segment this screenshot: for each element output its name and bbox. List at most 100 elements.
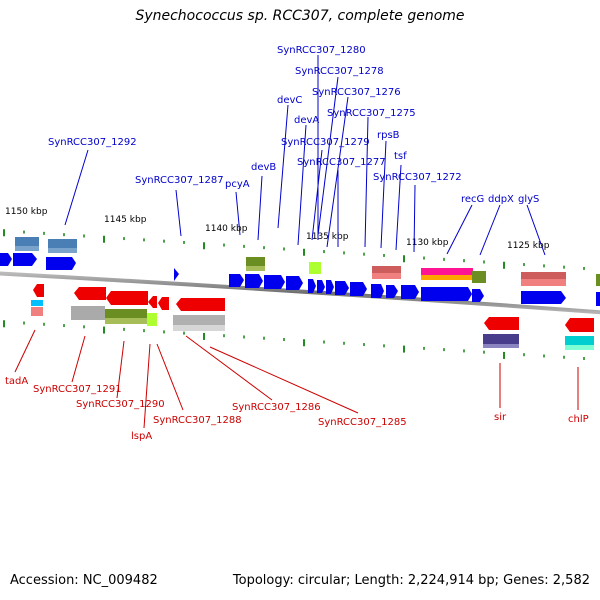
gene-label-tada[interactable]: tadA	[5, 376, 28, 387]
top-strand-genes	[0, 253, 600, 306]
leader-line	[479, 204, 501, 256]
gene-label-synrcc307-1276[interactable]: SynRCC307_1276	[312, 87, 401, 98]
gene-arrow[interactable]	[335, 281, 349, 295]
leader-line	[14, 329, 36, 373]
gene-label-synrcc307-1280[interactable]: SynRCC307_1280	[277, 45, 366, 56]
annotation-box	[31, 307, 43, 316]
gene-label-synrcc307-1278[interactable]: SynRCC307_1278	[295, 66, 384, 77]
gene-label-synrcc307-1287[interactable]: SynRCC307_1287	[135, 175, 224, 186]
bottom-strand-genes	[33, 284, 594, 332]
gene-arrow[interactable]	[317, 280, 325, 293]
gene-label-synrcc307-1272[interactable]: SynRCC307_1272	[373, 172, 462, 183]
annotation-box[interactable]	[147, 313, 157, 326]
gene-arrow[interactable]	[46, 257, 76, 270]
gene-arrow[interactable]	[0, 253, 12, 266]
gene-label-tsf[interactable]: tsf	[394, 151, 407, 162]
leader-line	[175, 189, 182, 237]
annotation-box[interactable]	[421, 268, 473, 275]
gene-label-devc[interactable]: devC	[277, 95, 302, 106]
gene-label-synrcc307-1286[interactable]: SynRCC307_1286	[232, 402, 321, 413]
kbp-label: 1140 kbp	[205, 224, 248, 234]
gene-label-synrcc307-1290[interactable]: SynRCC307_1290	[76, 399, 165, 410]
leader-line	[526, 204, 546, 256]
annotation-box	[173, 325, 225, 331]
gene-arrow[interactable]	[326, 280, 334, 294]
gene-arrow[interactable]	[565, 318, 594, 332]
gene-label-synrcc307-1277[interactable]: SynRCC307_1277	[297, 157, 386, 168]
annotation-box[interactable]	[472, 271, 486, 283]
gene-arrow[interactable]	[176, 298, 225, 311]
bottom-leader-lines	[14, 329, 579, 429]
gene-arrow[interactable]	[286, 276, 303, 290]
gene-label-rpsb[interactable]: rpsB	[377, 130, 400, 141]
leader-line	[235, 191, 241, 236]
annotation-box[interactable]	[483, 334, 519, 344]
gene-arrow[interactable]	[308, 279, 316, 293]
gene-label-synrcc307-1288[interactable]: SynRCC307_1288	[153, 415, 242, 426]
gene-arrow[interactable]	[13, 253, 37, 266]
kbp-label: 1130 kbp	[406, 238, 449, 248]
kbp-label: 1150 kbp	[5, 207, 48, 217]
top-leader-lines	[64, 55, 546, 256]
gene-arrow[interactable]	[33, 284, 44, 297]
annotation-box[interactable]	[372, 266, 401, 273]
gene-label-glys[interactable]: glyS	[518, 194, 539, 205]
gene-arrow[interactable]	[421, 287, 472, 301]
annotation-box[interactable]	[521, 272, 566, 279]
annotation-box	[565, 345, 594, 350]
annotation-box	[421, 275, 473, 280]
leader-line	[209, 346, 359, 414]
annotation-box[interactable]	[596, 274, 600, 286]
gene-label-recg[interactable]: recG	[461, 194, 484, 205]
gene-label-deva[interactable]: devA	[294, 115, 319, 126]
genome-backbone	[0, 271, 600, 315]
gene-arrow[interactable]	[174, 268, 179, 281]
leader-line	[446, 204, 473, 255]
annotation-box[interactable]	[565, 336, 594, 345]
gene-label-devb[interactable]: devB	[251, 162, 276, 173]
leader-line	[311, 149, 323, 241]
gene-arrow[interactable]	[158, 297, 169, 310]
map-title: Synechococcus sp. RCC307, complete genom…	[135, 8, 465, 24]
gene-arrow[interactable]	[596, 292, 600, 306]
gene-arrow[interactable]	[371, 284, 384, 298]
leader-line	[257, 175, 263, 241]
gene-arrow[interactable]	[521, 291, 566, 304]
gene-arrow[interactable]	[148, 296, 157, 308]
gene-label-lspa[interactable]: lspA	[131, 431, 152, 442]
leader-line	[71, 335, 86, 383]
gene-label-synrcc307-1292[interactable]: SynRCC307_1292	[48, 137, 137, 148]
kbp-label: 1135 kbp	[306, 232, 349, 242]
gene-label-sir[interactable]: sir	[494, 412, 507, 423]
gene-arrow[interactable]	[350, 282, 367, 296]
gene-label-ddpx[interactable]: ddpX	[488, 194, 514, 205]
leader-line	[185, 335, 273, 401]
gene-arrow[interactable]	[386, 285, 398, 298]
gene-arrow[interactable]	[401, 285, 419, 299]
gene-label-synrcc307-1279[interactable]: SynRCC307_1279	[281, 137, 370, 148]
topology-text: Topology: circular; Length: 2,224,914 bp…	[232, 573, 590, 588]
gene-label-pcya[interactable]: pcyA	[225, 179, 250, 190]
annotation-box[interactable]	[31, 300, 43, 306]
gene-label-synrcc307-1275[interactable]: SynRCC307_1275	[327, 108, 416, 119]
annotation-box[interactable]	[71, 306, 105, 320]
gene-arrow[interactable]	[106, 291, 148, 305]
kbp-label: 1145 kbp	[104, 215, 147, 225]
gene-arrow[interactable]	[245, 274, 263, 288]
accession-text: Accession: NC_009482	[10, 573, 158, 588]
gene-arrow[interactable]	[229, 274, 244, 287]
gene-arrow[interactable]	[264, 275, 285, 289]
gene-label-synrcc307-1285[interactable]: SynRCC307_1285	[318, 417, 407, 428]
leader-line	[116, 340, 125, 399]
leader-line	[277, 104, 289, 229]
gene-arrow[interactable]	[484, 317, 519, 330]
gene-label-synrcc307-1291[interactable]: SynRCC307_1291	[33, 384, 122, 395]
bottom-gene-labels: tadA SynRCC307_1291 SynRCC307_1290 SynRC…	[5, 376, 589, 442]
tick-marks	[3, 229, 585, 360]
gene-arrow[interactable]	[472, 289, 484, 302]
gene-arrow[interactable]	[74, 287, 106, 300]
gene-label-chlp[interactable]: chlP	[568, 414, 589, 425]
annotation-box[interactable]	[309, 262, 321, 274]
leader-line	[143, 343, 151, 429]
